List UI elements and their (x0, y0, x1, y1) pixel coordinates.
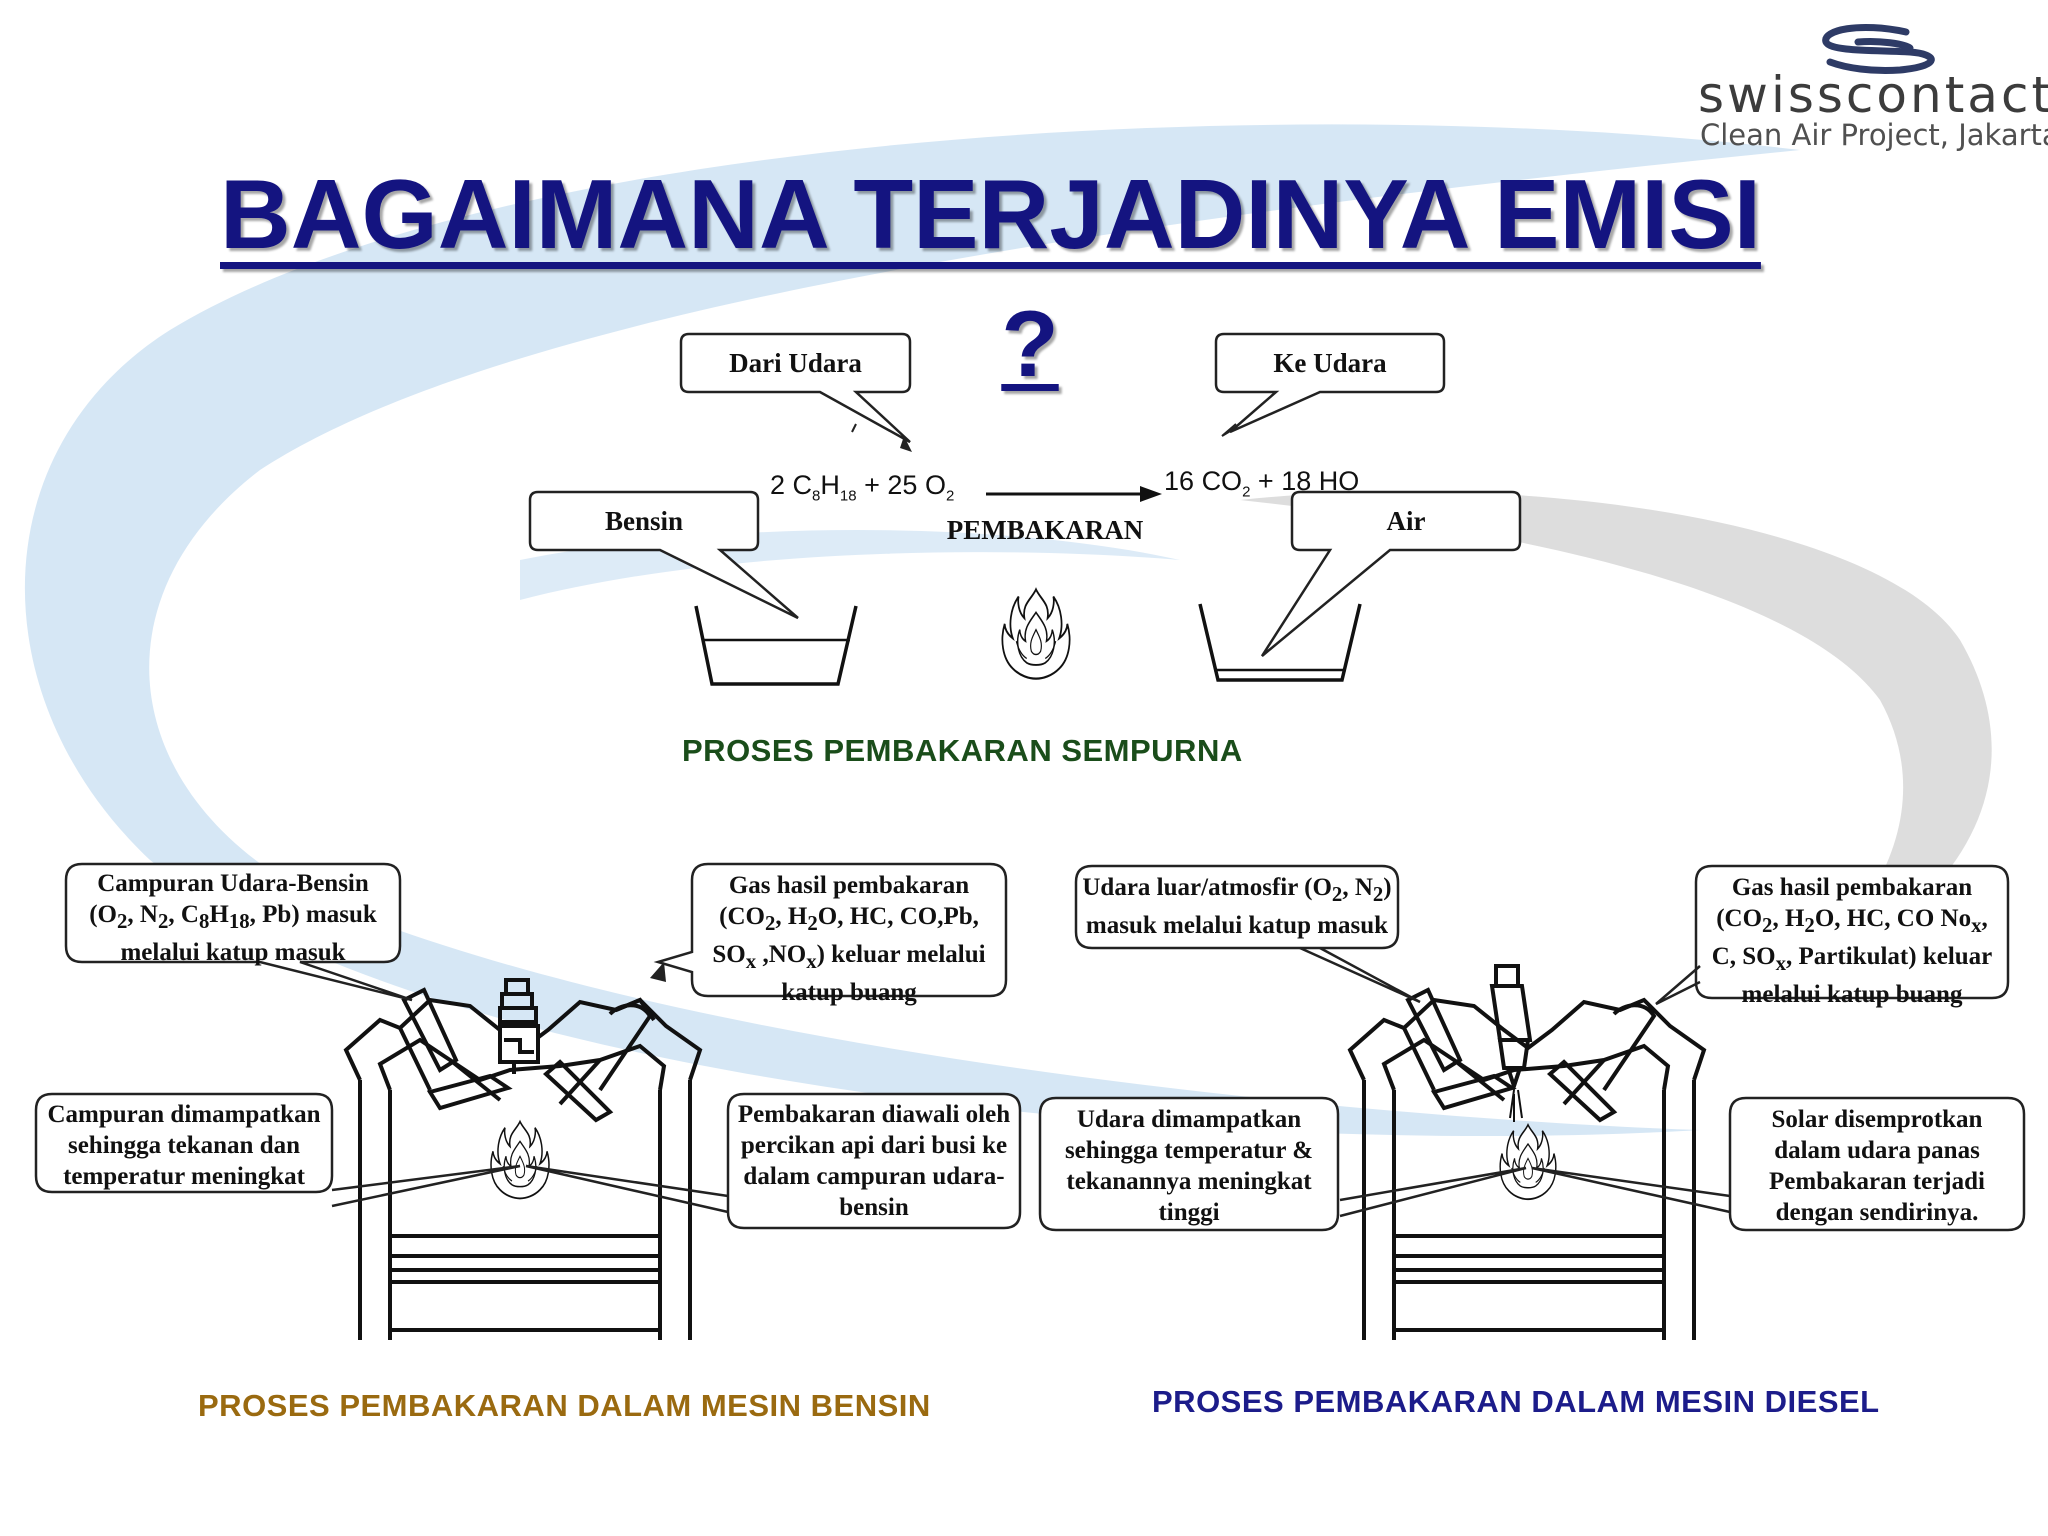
gasoline-exhaust-callout: Gas hasil pembakaran (CO2, H2O, HC, CO,P… (712, 872, 986, 1006)
formula-products: 16 CO2 + 18 HO (1164, 466, 1360, 501)
gasoline-flame-icon (490, 1120, 550, 1200)
gasoline-compression-callout: Campuran dimampatkan sehingga tekanan da… (47, 1101, 321, 1190)
logo-wordmark: swisscontact (1698, 66, 2048, 124)
callout-gasoline: Bensin (604, 506, 684, 536)
page-title: BAGAIMANA TERJADINYA EMISI (220, 159, 1761, 269)
leader-lines (331, 946, 1731, 1218)
reaction-label: PEMBAKARAN (946, 515, 1144, 545)
swisscontact-logo-mark (1822, 23, 1935, 74)
callout-from-air: Dari Udara (729, 348, 862, 378)
diesel-intake-callout: Udara luar/atmosfir (O2, N2) masuk melal… (1082, 874, 1392, 939)
callout-shapes-overview (528, 332, 1522, 657)
logo-subtitle: Clean Air Project, Jakarta (1700, 118, 2048, 152)
callout-to-air: Ke Udara (1273, 348, 1387, 378)
gasoline-beaker (694, 605, 858, 686)
gasoline-engine-drawing (343, 978, 703, 1340)
flame-icon (1001, 588, 1071, 680)
caption-diesel-engine: PROSES PEMBAKARAN DALAM MESIN DIESEL (1152, 1384, 1880, 1419)
title-question-mark: ? (1001, 291, 1059, 396)
formula-reactants: 2 C8H18 + 25 O2 (770, 470, 955, 505)
callout-water: Air (1386, 506, 1426, 536)
gasoline-ignition-callout: Pembakaran diawali oleh percikan api dar… (737, 1101, 1011, 1221)
diesel-exhaust-callout: Gas hasil pembakaran (CO2, H2O, HC, CO N… (1711, 874, 1993, 1008)
gasoline-intake-callout: Campuran Udara-Bensin (O2, N2, C8H18, Pb… (89, 870, 377, 966)
arrow-out-of-formula (1221, 423, 1237, 437)
diesel-injection-callout: Solar disemprotkan dalam udara panas Pem… (1769, 1106, 1985, 1226)
water-beaker (1198, 603, 1362, 682)
arrow-into-formula (900, 436, 912, 452)
caption-gasoline-engine: PROSES PEMBAKARAN DALAM MESIN BENSIN (198, 1388, 931, 1423)
callout-shapes-engines (34, 862, 2026, 1232)
tick-mark (851, 423, 857, 433)
exhaust-arrow-head (650, 962, 666, 982)
reaction-arrow (986, 486, 1162, 502)
diesel-engine-drawing (1347, 964, 1707, 1340)
diesel-compression-callout: Udara dimampatkan sehingga temperatur & … (1064, 1106, 1314, 1226)
caption-complete-combustion: PROSES PEMBAKARAN SEMPURNA (682, 733, 1243, 768)
